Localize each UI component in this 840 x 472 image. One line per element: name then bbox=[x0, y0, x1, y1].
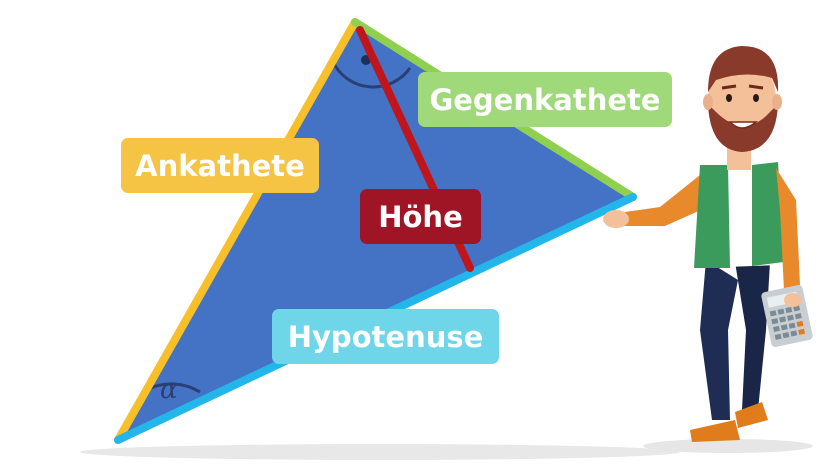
label-hypotenuse: Hypotenuse bbox=[272, 309, 499, 364]
label-ankathete: Ankathete bbox=[121, 138, 319, 193]
label-gegenkathete: Gegenkathete bbox=[418, 72, 672, 127]
character-shadow bbox=[643, 439, 813, 453]
angle-top-arc bbox=[331, 61, 412, 89]
teacher-with-calculator-icon bbox=[603, 46, 813, 442]
label-hoehe: Höhe bbox=[360, 189, 481, 244]
side-ankathete bbox=[114, 18, 359, 444]
ground-shadow bbox=[80, 444, 680, 460]
angle-alpha-arc bbox=[147, 382, 201, 394]
angle-alpha-symbol: α bbox=[160, 375, 178, 405]
